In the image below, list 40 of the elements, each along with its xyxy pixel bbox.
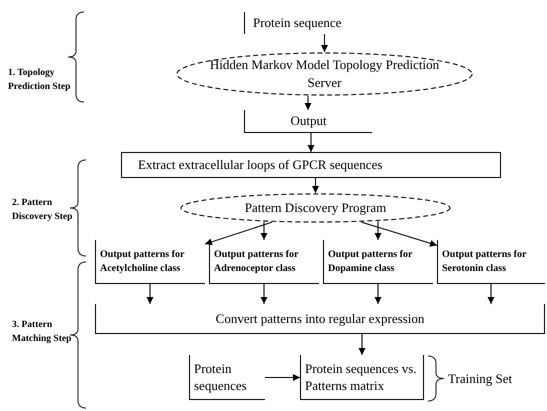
arrow [321, 34, 328, 52]
arrow [358, 334, 366, 356]
arrow [146, 284, 154, 304]
arrow [264, 374, 300, 381]
process-box [323, 240, 433, 284]
node-text: Output patterns for Serotonin class [441, 248, 528, 276]
node-text: Protein sequence [252, 14, 342, 32]
bracket-label: Training Set [448, 370, 514, 388]
arrow [488, 284, 494, 304]
process-box [95, 240, 205, 284]
process-box [189, 355, 265, 400]
process-box [437, 240, 545, 284]
node-text: Extract extracellular loops of GPCR sequences [137, 156, 384, 174]
node-text: Output [289, 112, 328, 130]
node-text: Convert patterns into regular expression [214, 310, 426, 328]
arrow [204, 222, 272, 246]
arrow [360, 222, 438, 247]
dashed-ellipse [180, 193, 451, 223]
step-label: 2. Pattern Discovery Step [12, 197, 74, 224]
node-text: Pattern Discovery Program [244, 199, 388, 218]
node-text: Output patterns for Adrenoceptor class [213, 248, 300, 276]
node-text: Output patterns for Dopamine class [327, 248, 414, 276]
dashed-ellipse [176, 52, 473, 96]
arrow [308, 132, 314, 152]
node-text: Protein sequences vs. Patterns matrix [304, 360, 418, 394]
arrow [260, 284, 268, 304]
step-label: 1. Topology Prediction Step [8, 67, 72, 94]
step-label: 3. Pattern Matching Step [12, 319, 72, 346]
node-text: Hidden Markov Model Topology Prediction Server [208, 56, 440, 92]
process-box [244, 110, 372, 133]
process-box [121, 152, 501, 178]
process-box [95, 304, 545, 334]
arrow [260, 221, 268, 240]
arrow [374, 220, 382, 240]
node-text: Output patterns for Acetylcholine class [99, 248, 186, 276]
arrow [304, 95, 312, 110]
arrow [374, 284, 382, 304]
process-box [300, 355, 424, 400]
arrow [312, 178, 319, 194]
node-text: Protein sequences [193, 360, 248, 394]
